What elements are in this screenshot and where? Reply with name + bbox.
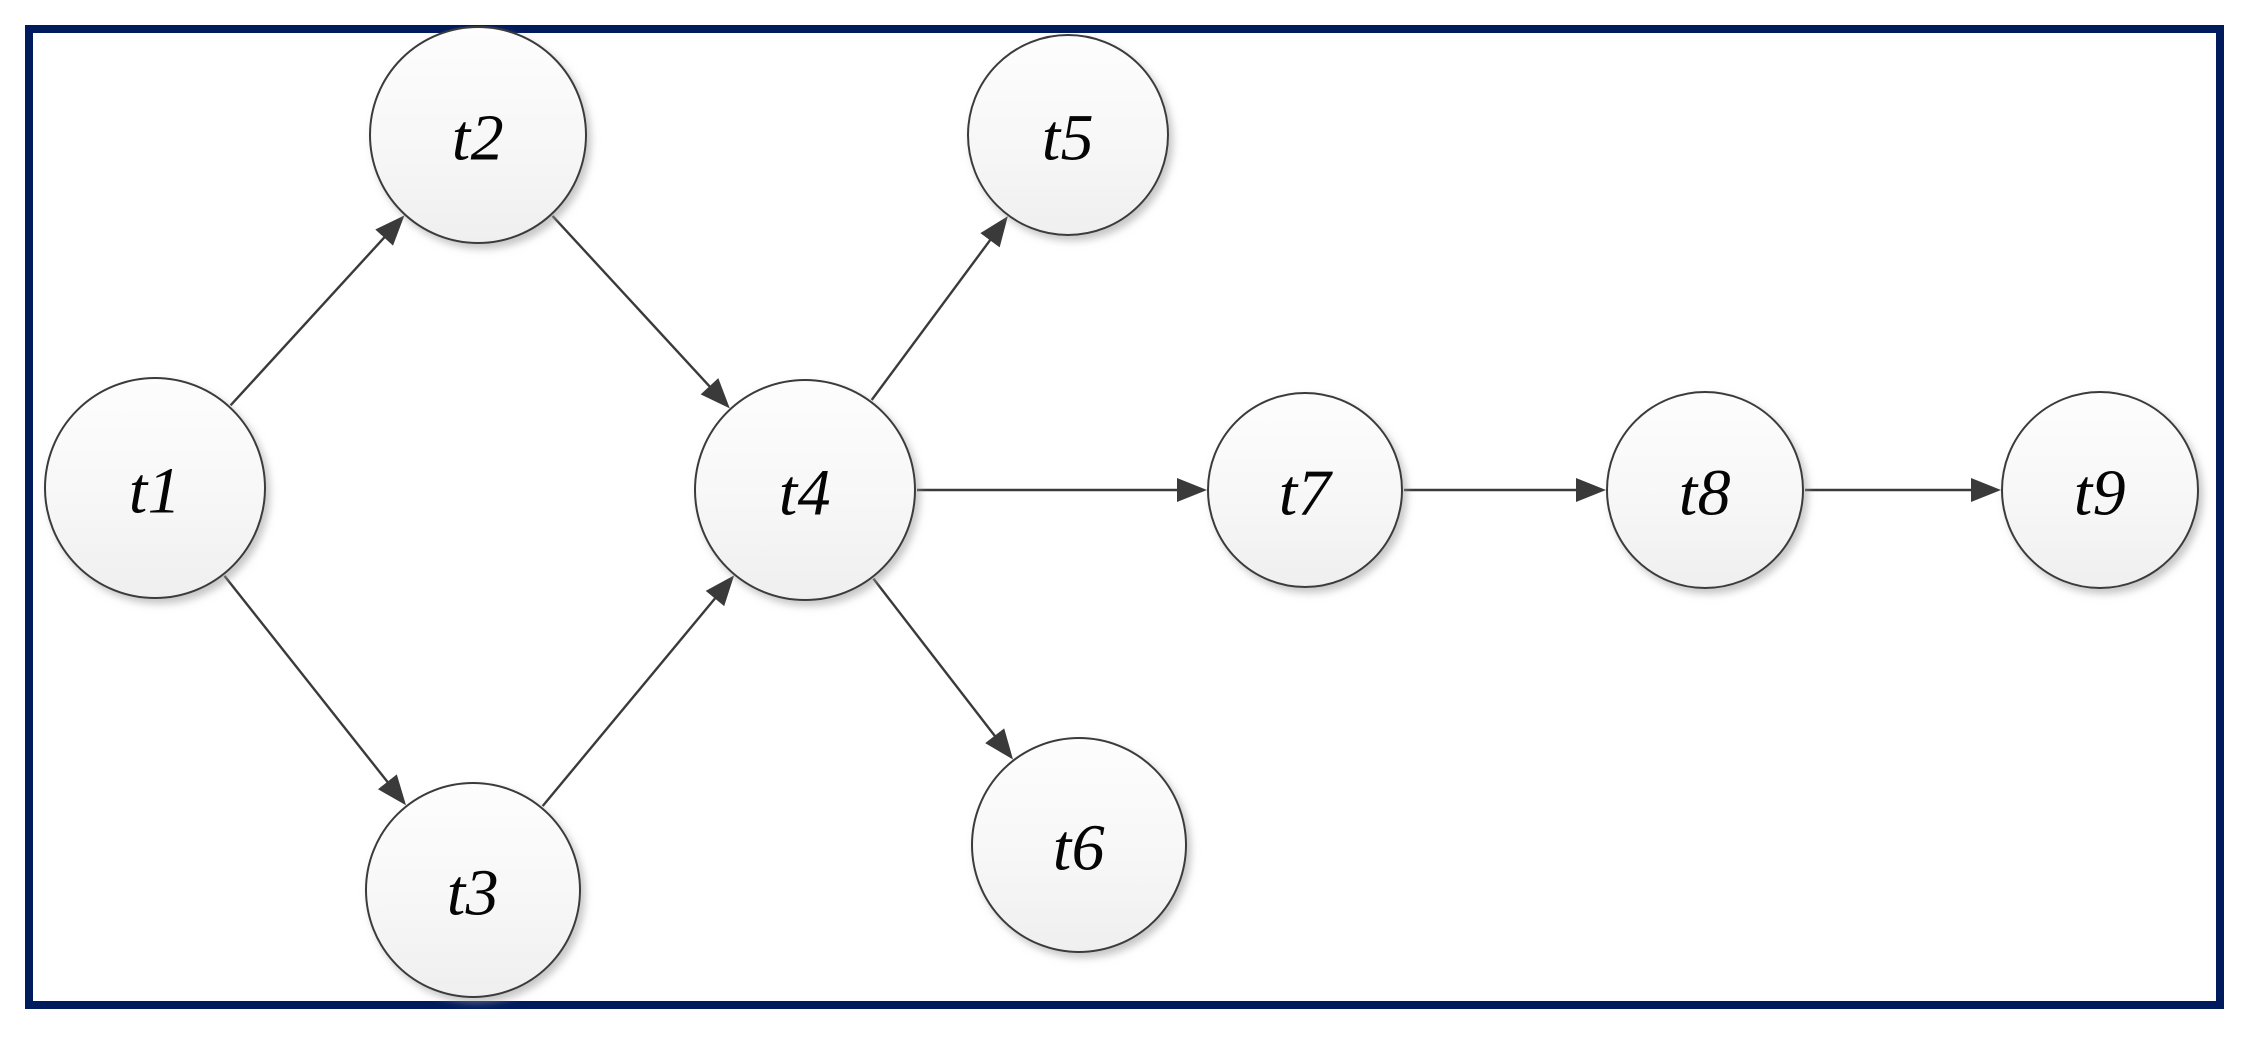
node-circle-t7[interactable] [1207, 392, 1403, 588]
node-t8[interactable]: t8 [1606, 391, 1804, 589]
edge-t4-to-t5 [870, 216, 1008, 401]
edge-t7-to-t8 [1404, 478, 1606, 502]
node-label-t7: t7 [1279, 457, 1334, 530]
edge-t4-to-t7 [917, 478, 1207, 502]
node-circle-t5[interactable] [967, 34, 1169, 236]
arrowhead-t8-to-t9 [1971, 478, 2001, 502]
node-circle-t4[interactable] [694, 379, 916, 601]
node-label-t5: t5 [1042, 102, 1094, 175]
edge-t2-to-t4 [551, 215, 730, 409]
node-label-t3: t3 [447, 857, 499, 930]
node-t4[interactable]: t4 [694, 379, 916, 601]
node-circle-t3[interactable] [365, 782, 581, 998]
arrowhead-t1-to-t2 [375, 215, 405, 246]
node-t5[interactable]: t5 [967, 34, 1169, 236]
edge-t4-to-t6 [872, 577, 1014, 760]
arrowhead-t7-to-t8 [1576, 478, 1606, 502]
edge-layer [223, 215, 2001, 807]
edge-t3-to-t4 [541, 575, 735, 807]
edge-t8-to-t9 [1805, 478, 2001, 502]
arrowhead-t4-to-t6 [985, 728, 1014, 760]
node-t6[interactable]: t6 [971, 737, 1187, 953]
node-t1[interactable]: t1 [44, 377, 266, 599]
node-circle-t6[interactable] [971, 737, 1187, 953]
arrowhead-t2-to-t4 [700, 378, 730, 409]
node-label-t6: t6 [1053, 812, 1105, 885]
node-t9[interactable]: t9 [2001, 391, 2199, 589]
arrowhead-t3-to-t4 [705, 575, 735, 607]
node-label-t4: t4 [779, 457, 831, 530]
node-label-t2: t2 [452, 102, 504, 175]
arrowhead-t1-to-t3 [377, 774, 406, 806]
node-layer: t1 t2 t3 t4 t5 t6 t7 t8 t9 [44, 26, 2199, 998]
node-label-t1: t1 [129, 455, 181, 528]
node-t7[interactable]: t7 [1207, 392, 1403, 588]
node-circle-t8[interactable] [1606, 391, 1804, 589]
arrowhead-t4-to-t7 [1177, 478, 1207, 502]
node-t3[interactable]: t3 [365, 782, 581, 998]
node-label-t9: t9 [2074, 457, 2126, 530]
edge-t1-to-t2 [229, 215, 405, 407]
node-label-t8: t8 [1679, 457, 1731, 530]
arrowhead-t4-to-t5 [980, 216, 1008, 248]
node-t2[interactable]: t2 [369, 26, 587, 244]
node-circle-t1[interactable] [44, 377, 266, 599]
edge-t1-to-t3 [223, 575, 406, 806]
node-circle-t2[interactable] [369, 26, 587, 244]
node-circle-t9[interactable] [2001, 391, 2199, 589]
